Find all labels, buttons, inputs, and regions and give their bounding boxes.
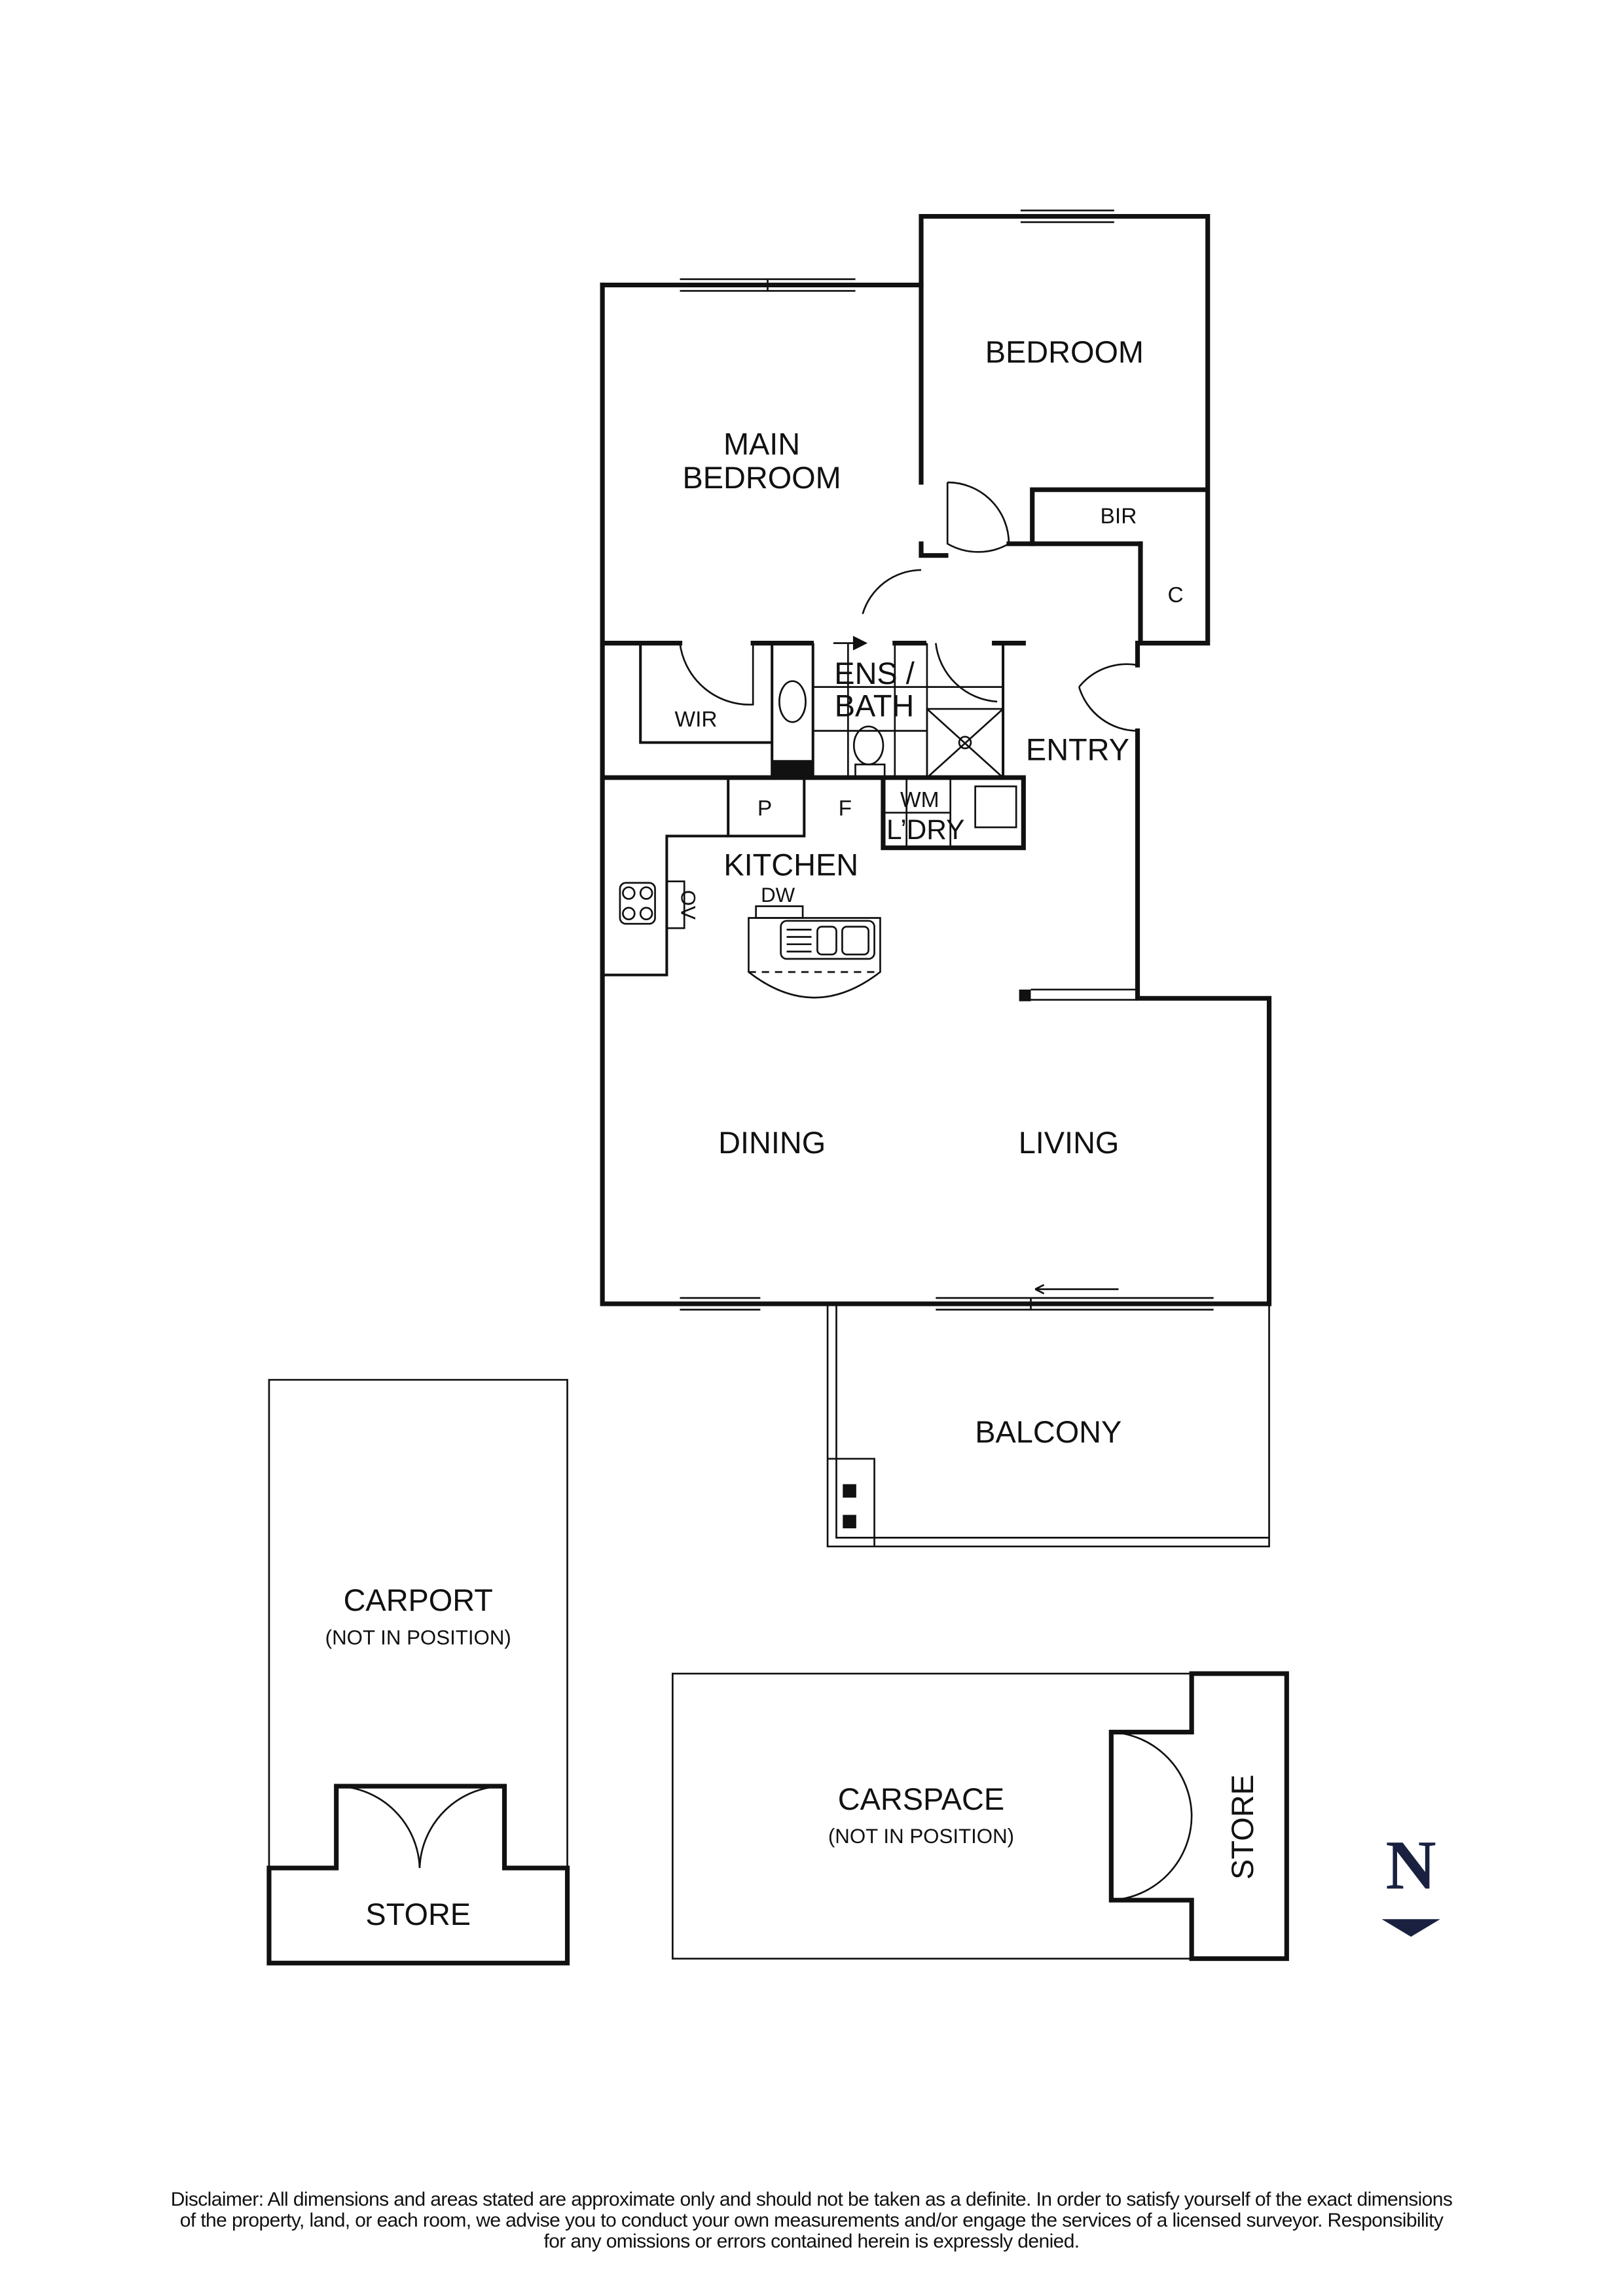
label-laundry: L’DRY — [886, 814, 964, 845]
label-carport-note: (NOT IN POSITION) — [325, 1626, 511, 1649]
carspace-outline — [672, 1671, 1289, 1962]
room-labels: MAIN BEDROOM BEDROOM BIR C WIR ENS / BAT… — [325, 335, 1260, 1931]
label-wir: WIR — [675, 708, 718, 732]
label-bedroom: BEDROOM — [985, 335, 1144, 369]
label-oven: OV — [677, 890, 700, 920]
label-carport-store: STORE — [365, 1897, 471, 1931]
carport-outline — [266, 1378, 570, 1965]
label-c: C — [1167, 583, 1183, 607]
bathroom-fixtures — [778, 643, 1004, 779]
label-ens-2: BATH — [835, 689, 915, 723]
north-compass: N — [1381, 1826, 1440, 1937]
label-living: LIVING — [1019, 1126, 1120, 1160]
exterior-walls — [600, 213, 1272, 1306]
balcony-outline — [826, 1304, 1270, 1548]
label-balcony: BALCONY — [975, 1415, 1122, 1449]
disclaimer-line-2: of the property, land, or each room, we … — [179, 2210, 1444, 2231]
label-carspace-store: STORE — [1226, 1774, 1260, 1880]
label-dw: DW — [761, 884, 795, 906]
label-kitchen: KITCHEN — [723, 848, 858, 882]
label-main-bedroom-1: MAIN — [723, 427, 800, 461]
label-main-bedroom-2: BEDROOM — [682, 461, 841, 495]
disclaimer-line-3: for any omissions or errors contained he… — [543, 2231, 1080, 2252]
label-carspace: CARSPACE — [838, 1782, 1004, 1816]
interior-walls — [600, 282, 1207, 1001]
doors — [679, 481, 1138, 732]
windows — [680, 209, 1214, 1311]
label-ens-1: ENS / — [834, 656, 915, 691]
label-fridge: F — [839, 797, 852, 821]
disclaimer-line-1: Disclaimer: All dimensions and areas sta… — [170, 2189, 1453, 2210]
label-entry: ENTRY — [1026, 732, 1129, 766]
label-carspace-note: (NOT IN POSITION) — [828, 1825, 1014, 1848]
laundry-fixtures — [883, 778, 1017, 848]
north-arrow-icon — [1381, 1919, 1440, 1937]
north-label: N — [1385, 1826, 1436, 1904]
label-bir: BIR — [1101, 505, 1137, 529]
label-carport: CARPORT — [344, 1583, 493, 1617]
label-pantry: P — [757, 797, 772, 821]
disclaimer: Disclaimer: All dimensions and areas sta… — [0, 2189, 1623, 2252]
label-dining: DINING — [718, 1126, 826, 1160]
kitchen-fixtures — [619, 880, 881, 999]
label-wm: WM — [900, 788, 939, 812]
